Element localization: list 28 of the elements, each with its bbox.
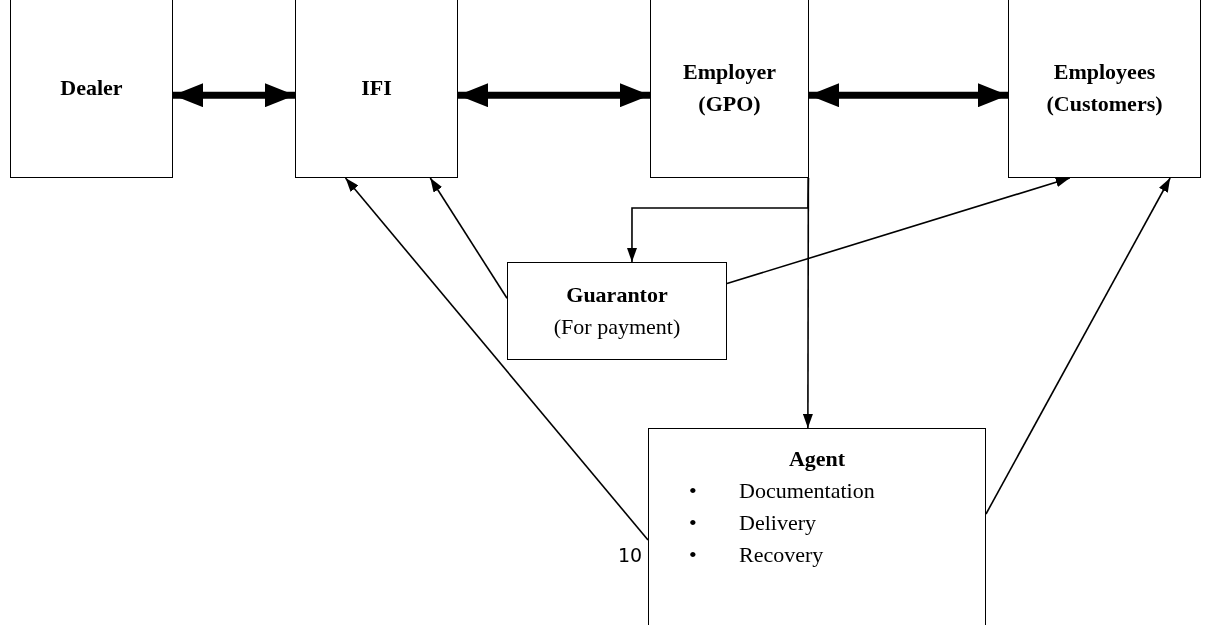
arrow xyxy=(726,177,1071,285)
bullet-marker: • xyxy=(689,476,697,505)
node-heading: IFI xyxy=(361,74,392,103)
process-box xyxy=(507,262,727,360)
arrow xyxy=(344,177,649,541)
process-box xyxy=(295,0,458,178)
double-arrow xyxy=(173,83,295,108)
double-arrow xyxy=(809,83,1008,108)
node-heading: Employer (GPO) xyxy=(682,58,777,118)
process-box xyxy=(648,428,986,625)
list-item: Recovery xyxy=(739,540,824,569)
process-box xyxy=(10,0,173,178)
list-item: Documentation xyxy=(739,476,875,505)
page-number: 10 xyxy=(618,544,643,566)
arrow xyxy=(429,177,508,300)
process-box xyxy=(1008,0,1201,178)
list-item: Delivery xyxy=(739,508,816,537)
bullet-marker: • xyxy=(689,540,697,569)
double-arrow xyxy=(458,83,650,108)
node-heading: Dealer xyxy=(60,74,123,103)
node-heading: Guarantor xyxy=(566,281,668,310)
bullet-marker: • xyxy=(689,508,697,537)
node-heading: Agent xyxy=(788,445,846,473)
arrow xyxy=(802,177,813,429)
node-heading: Employees (Customers) xyxy=(1045,58,1164,118)
process-box xyxy=(650,0,809,178)
node-subtext: (For payment) xyxy=(553,313,681,341)
arrow xyxy=(985,177,1171,515)
